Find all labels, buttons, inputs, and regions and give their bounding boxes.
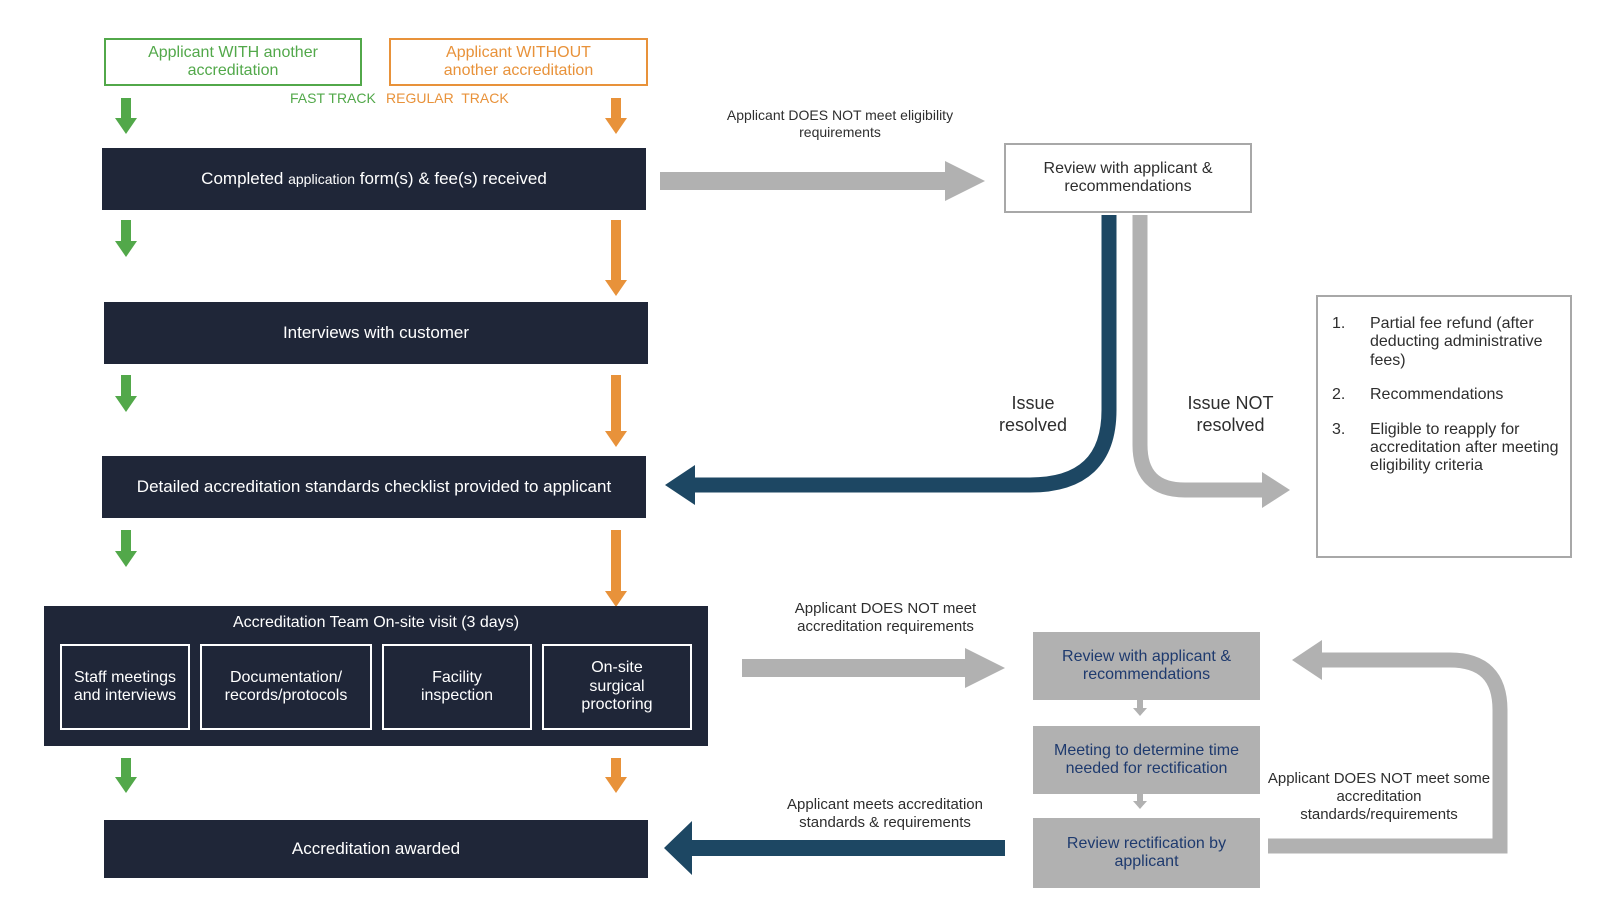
eligibility-arrow-label: Applicant DOES NOT meet eligibility requ… — [726, 107, 954, 140]
step-application-received: Completed application form(s) & fee(s) r… — [102, 148, 646, 210]
issue-resolved-label: Issue resolved — [998, 393, 1068, 435]
onsite-documentation: Documentation/ records/protocols — [200, 644, 372, 730]
orange-arrow-2 — [605, 220, 627, 296]
onsite-proctoring-text: On-site surgical proctoring — [581, 659, 653, 714]
regular-track-arrows — [605, 98, 627, 793]
onsite-facility-text: Facility inspection — [420, 668, 494, 704]
green-arrow-4 — [115, 530, 137, 567]
outcomes-box: 1. Partial fee refund (after deducting a… — [1316, 295, 1572, 558]
rectification-meeting-box: Meeting to determine time needed for rec… — [1033, 726, 1260, 794]
track-without-box: Applicant WITHOUT another accreditation — [389, 38, 648, 86]
accreditation-arrow — [742, 648, 1005, 688]
fast-track-arrows — [115, 98, 137, 793]
regular-track-label: REGULAR TRACK — [386, 90, 509, 106]
orange-arrow-1 — [605, 98, 627, 134]
checklist-text: Detailed accreditation standards checkli… — [136, 477, 612, 497]
green-arrow-5 — [115, 758, 137, 793]
onsite-facility-inspection: Facility inspection — [382, 644, 532, 730]
interviews-text: Interviews with customer — [282, 323, 470, 343]
outcome-item-3: 3. Eligible to reapply for accreditation… — [1332, 421, 1560, 476]
small-arrow-1 — [1133, 700, 1147, 716]
outcome-number-1: 1. — [1332, 315, 1346, 332]
loop-back-arrowhead — [1292, 640, 1322, 680]
rectification-review-box: Review rectification by applicant — [1033, 818, 1260, 888]
orange-arrow-4 — [605, 530, 627, 607]
accreditation-review-box: Review with applicant & recommendations — [1033, 632, 1260, 700]
issue-not-resolved-arrow — [1132, 215, 1265, 498]
accreditation-review-text: Review with applicant & recommendations — [1062, 647, 1231, 683]
eligibility-review-box: Review with applicant & recommendations — [1004, 143, 1252, 213]
onsite-documentation-text: Documentation/ records/protocols — [224, 668, 348, 704]
onsite-staff-meetings: Staff meetings and interviews — [60, 644, 190, 730]
outcome-item-2: 2. Recommendations — [1332, 386, 1560, 404]
loop-back-arrow — [1268, 652, 1508, 854]
track-with-text: Applicant WITH another accreditation — [148, 43, 318, 79]
step-checklist: Detailed accreditation standards checkli… — [102, 456, 646, 518]
awarded-text: Accreditation awarded — [291, 839, 461, 859]
outcome-text-3: Eligible to reapply for accreditation af… — [1370, 420, 1559, 475]
orange-arrow-5 — [605, 758, 627, 793]
fast-track-label: FAST TRACK — [290, 90, 376, 106]
track-without-text: Applicant WITHOUT another accreditation — [443, 43, 594, 79]
green-arrow-1 — [115, 98, 137, 134]
outcome-number-2: 2. — [1332, 386, 1346, 404]
accreditation-arrow-label: Applicant DOES NOT meet accreditation re… — [794, 600, 977, 635]
issue-resolved-arrow — [690, 215, 1117, 493]
meets-requirements-label: Applicant meets accreditation standards … — [787, 796, 983, 831]
issue-resolved-arrowhead — [665, 465, 695, 505]
track-with-box: Applicant WITH another accreditation — [104, 38, 362, 86]
small-arrow-2 — [1133, 793, 1147, 809]
rectification-meeting-text: Meeting to determine time needed for rec… — [1054, 741, 1239, 777]
does-not-meet-some-label: Applicant DOES NOT meet some accreditati… — [1267, 770, 1491, 823]
step-onsite-visit: Accreditation Team On-site visit (3 days… — [44, 606, 708, 746]
eligibility-review-text: Review with applicant & recommendations — [1043, 159, 1213, 195]
eligibility-arrow — [660, 161, 985, 201]
outcome-text-1: Partial fee refund (after deducting admi… — [1370, 315, 1543, 369]
green-arrow-3 — [115, 375, 137, 412]
application-text-2: form(s) & fee(s) received — [355, 169, 547, 189]
application-text-small: application — [288, 170, 356, 187]
green-arrow-2 — [115, 220, 137, 257]
issue-not-resolved-arrowhead — [1262, 472, 1290, 508]
outcome-number-3: 3. — [1332, 420, 1346, 438]
outcome-item-1: 1. Partial fee refund (after deducting a… — [1332, 315, 1560, 370]
onsite-staff-text: Staff meetings and interviews — [73, 668, 177, 704]
onsite-surgical-proctoring: On-site surgical proctoring — [542, 644, 692, 730]
outcome-text-2: Recommendations — [1370, 386, 1504, 404]
application-text-1: Completed — [201, 169, 289, 189]
issue-not-resolved-label: Issue NOT resolved — [1187, 393, 1274, 435]
orange-arrow-3 — [605, 375, 627, 447]
meets-requirements-arrow — [664, 821, 1005, 875]
step-interviews: Interviews with customer — [104, 302, 648, 364]
rectification-review-text: Review rectification by applicant — [1066, 834, 1227, 870]
onsite-title: Accreditation Team On-site visit (3 days… — [232, 614, 520, 631]
step-accreditation-awarded: Accreditation awarded — [104, 820, 648, 878]
